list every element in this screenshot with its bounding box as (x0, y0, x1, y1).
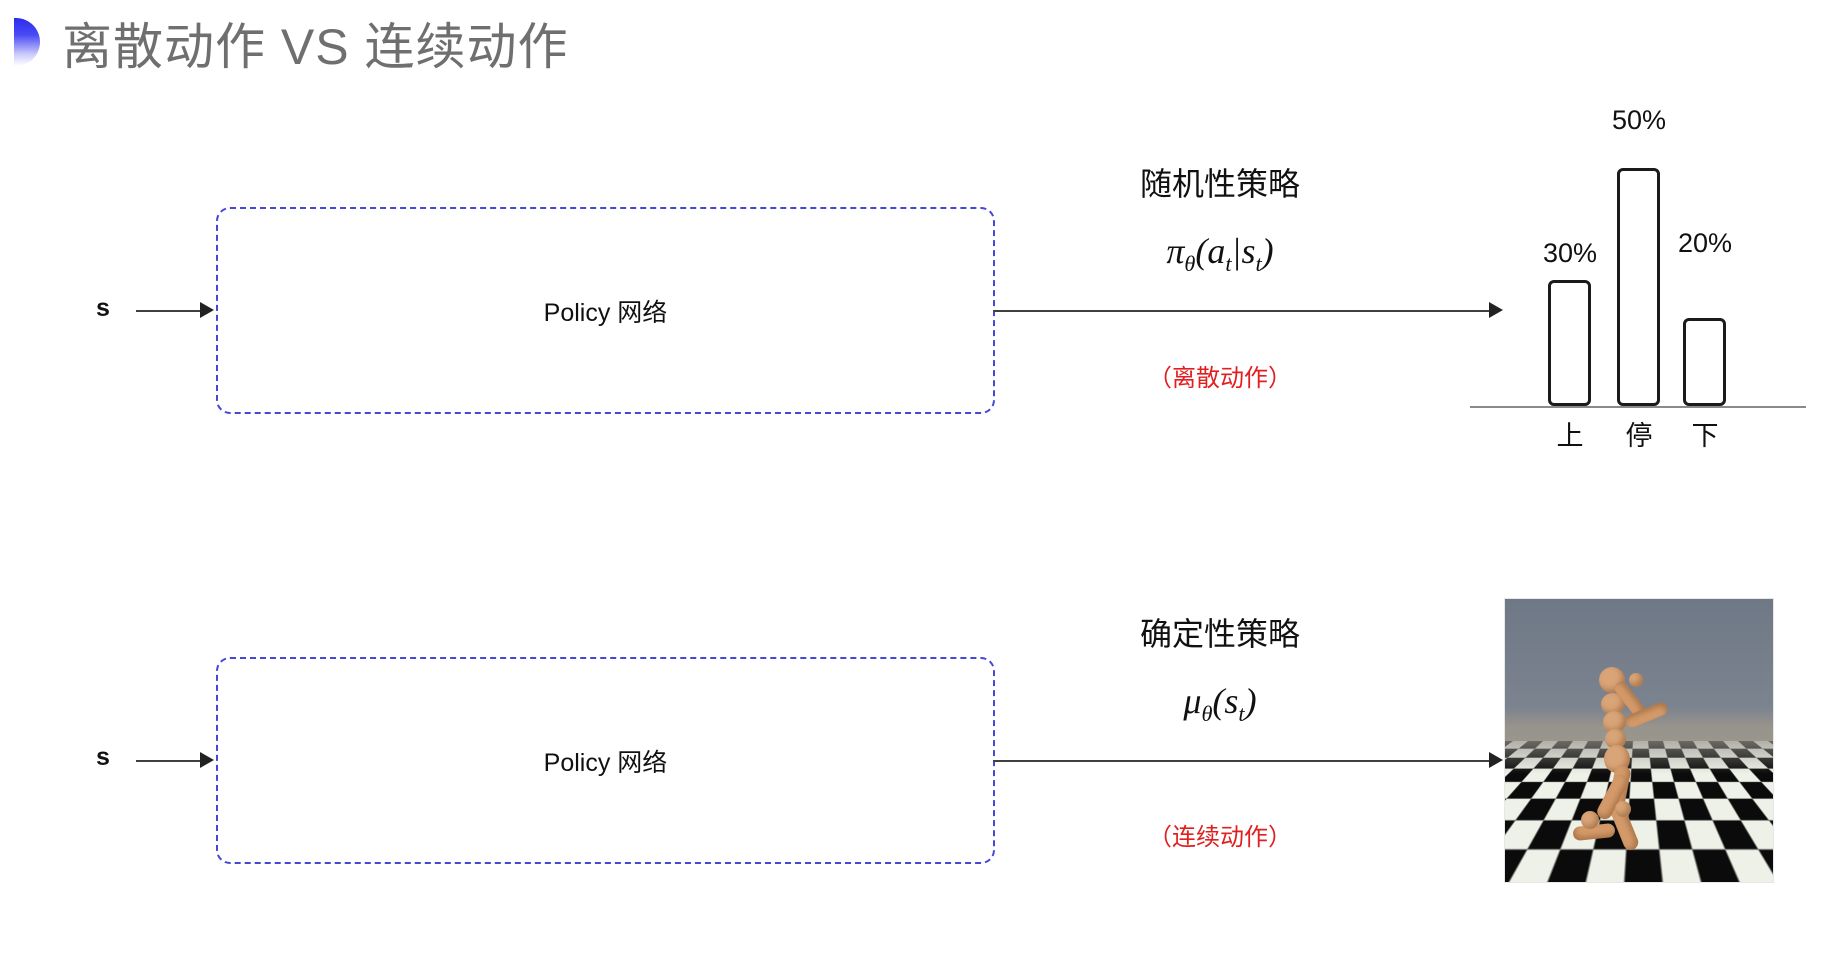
output-arrow-line-discrete (993, 310, 1498, 312)
title-bullet-icon (14, 18, 40, 66)
formula-st-sub: t (1255, 251, 1262, 277)
action-probability-bar-chart: 30% 上 50% 停 20% 下 (1470, 105, 1815, 460)
humanoid-abdomen (1603, 711, 1626, 733)
humanoid-figure (1572, 661, 1713, 861)
page-title: 离散动作 VS 连续动作 (62, 19, 569, 75)
formula-close: ) (1261, 231, 1274, 271)
bar-down (1683, 318, 1726, 406)
formula-theta: θ (1184, 251, 1196, 277)
action-type-note-discrete: （离散动作） (1148, 365, 1292, 392)
policy-formula-continuous: μθ(st) (1080, 680, 1360, 727)
bar-category-up: 上 (1556, 421, 1584, 451)
bar-stop (1617, 168, 1660, 406)
input-arrow-line-continuous (136, 760, 206, 762)
formula-theta-2: θ (1201, 701, 1213, 727)
chart-baseline-axis (1470, 406, 1806, 408)
bar-category-stop: 停 (1625, 421, 1653, 451)
formula-pi: π (1166, 231, 1185, 271)
horizon-haze (1505, 729, 1773, 775)
bar-value-up: 30% (1542, 238, 1598, 268)
policy-type-title-continuous: 确定性策略 (1139, 616, 1300, 652)
input-arrow-head-discrete (200, 302, 214, 318)
policy-network-box-continuous[interactable]: Policy 网络 (216, 657, 995, 864)
formula-close-2: ) (1244, 681, 1257, 721)
bar-value-down: 20% (1677, 228, 1733, 258)
humanoid-chest (1601, 693, 1625, 715)
formula-bar-s: |s (1231, 231, 1256, 271)
policy-type-title-discrete: 随机性策略 (1139, 166, 1300, 202)
bar-category-down: 下 (1691, 421, 1719, 451)
formula-at-sub: t (1225, 251, 1232, 277)
action-type-note-continuous: （连续动作） (1148, 824, 1292, 851)
policy-network-label-continuous: Policy 网络 (543, 748, 668, 777)
bar-up (1548, 280, 1591, 406)
input-state-label-continuous: s (96, 743, 110, 771)
slide-bottom-edge (0, 964, 1846, 966)
formula-open-a: (a (1195, 231, 1226, 271)
humanoid-knee (1615, 801, 1631, 817)
policy-network-box-discrete[interactable]: Policy 网络 (216, 207, 995, 414)
formula-st-sub-2: t (1238, 701, 1245, 727)
input-arrow-line-discrete (136, 310, 206, 312)
input-arrow-head-continuous (200, 752, 214, 768)
output-arrow-head-continuous (1489, 752, 1503, 768)
humanoid-foot (1581, 811, 1599, 829)
humanoid-simulation-image (1504, 598, 1774, 883)
humanoid-waist (1605, 729, 1626, 749)
output-arrow-line-continuous (993, 760, 1498, 762)
output-arrow-head-discrete (1489, 302, 1503, 318)
formula-open-s: (s (1212, 681, 1239, 721)
bar-value-stop: 50% (1611, 105, 1667, 135)
formula-mu: μ (1183, 681, 1202, 721)
input-state-label-discrete: s (96, 294, 110, 322)
humanoid-hand (1629, 673, 1643, 687)
policy-formula-discrete: πθ(at|st) (1080, 230, 1360, 277)
policy-network-label-discrete: Policy 网络 (543, 298, 668, 327)
